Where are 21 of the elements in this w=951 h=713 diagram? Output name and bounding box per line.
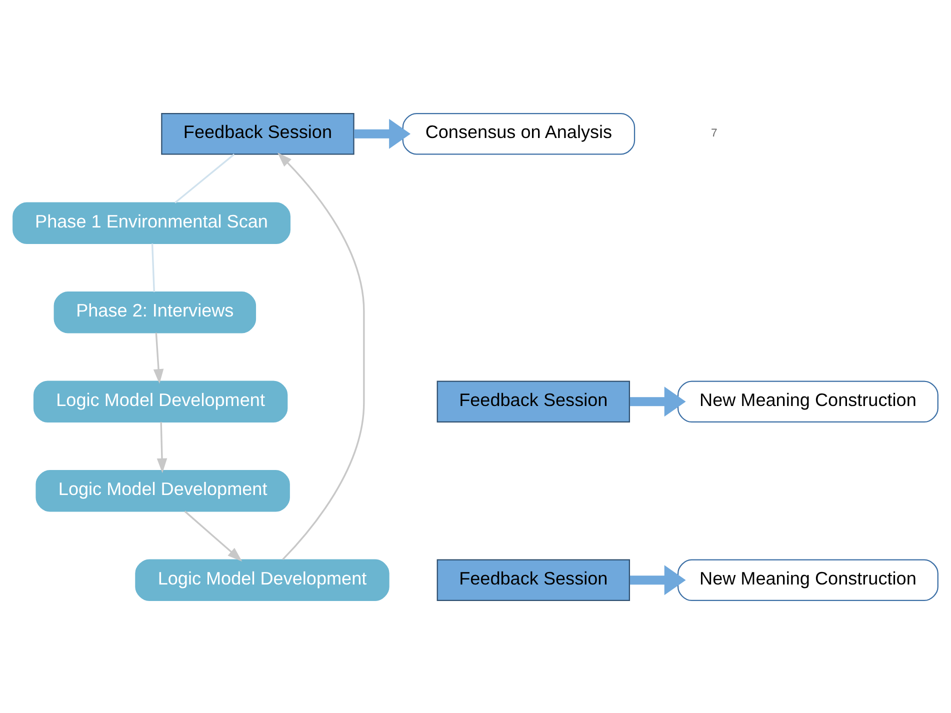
node-box: Logic Model Development: [33, 380, 288, 422]
arrow: [184, 510, 242, 561]
node-box: Feedback Session: [436, 558, 630, 601]
arrow: [277, 152, 365, 560]
connector: [151, 243, 155, 292]
node-box: Phase 2: Interviews: [54, 290, 256, 333]
node-box: Logic Model Development: [36, 469, 290, 512]
arrow: [153, 332, 164, 384]
node-box: Logic Model Development: [135, 558, 390, 601]
node-box: Phase 1 Environmental Scan: [12, 202, 290, 244]
label: 7: [711, 127, 718, 140]
node-box: Feedback Session: [161, 112, 354, 154]
node-box: Feedback Session: [436, 380, 630, 422]
arrow: [354, 118, 410, 148]
arrow: [630, 386, 686, 416]
connector: [174, 153, 235, 203]
node-box: Consensus on Analysis: [402, 112, 636, 154]
arrow: [156, 422, 168, 473]
node-box: New Meaning Construction: [677, 380, 938, 422]
arrow: [630, 564, 686, 595]
node-box: New Meaning Construction: [677, 558, 938, 601]
